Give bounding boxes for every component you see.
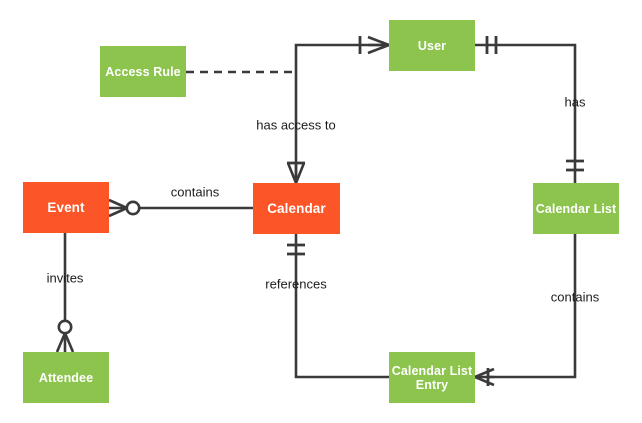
entity-access-rule[interactable]: Access Rule [100,46,186,97]
entity-label-line-2: Entry [415,377,449,392]
entity-user[interactable]: User [389,20,475,71]
entity-calendar-list[interactable]: Calendar List [533,183,619,234]
entity-label: Calendar List [535,201,617,216]
relationship-label-has: has [564,94,586,110]
entity-label: User [417,38,447,53]
entity-label: Calendar [267,200,326,216]
edge-calendar-references-entry [294,234,389,379]
entity-label: Event [47,199,85,215]
edge-user-has-access-to-calendar [294,43,389,183]
relationship-label-contains-event: contains [170,184,220,200]
edge-calendar-list-contains-entry [488,234,577,379]
edge-user-has-calendar-list [475,43,577,183]
entity-calendar[interactable]: Calendar [253,183,340,234]
crowfoot-calendar-top [286,162,306,184]
marker-zero-circle-event [125,200,141,216]
marker-zero-circle-attendee [57,319,73,335]
entity-label-line-1: Calendar List [391,363,473,378]
relationship-label-references: references [265,276,327,292]
entity-calendar-list-entry[interactable]: Calendar List Entry [389,352,475,403]
entity-event[interactable]: Event [23,182,109,233]
crowfoot-event-right [108,198,128,218]
relationship-label-has-access-to: has access to [256,117,336,133]
crowfoot-user-left [367,35,390,55]
entity-label: Access Rule [105,64,181,79]
entity-label: Attendee [38,370,94,385]
relationship-label-invites: invites [46,270,84,286]
crowfoot-attendee-top [55,332,75,353]
entity-attendee[interactable]: Attendee [23,352,109,403]
relationship-label-contains-entry: contains [550,289,600,305]
crowfoot-cle-right [474,367,495,387]
